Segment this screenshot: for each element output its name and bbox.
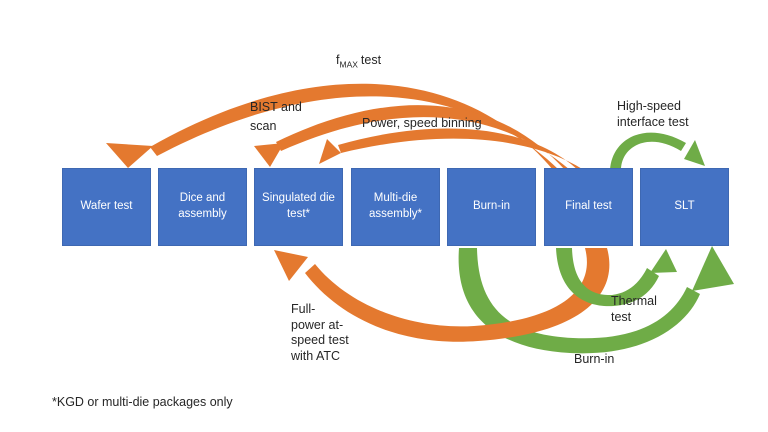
box-multi-die-assembly[interactable]: Multi-die assembly*	[351, 168, 440, 246]
fmax-f: f	[336, 53, 340, 67]
thermal-test-label: Thermal test	[611, 293, 657, 325]
highspeed-arrow-shaft	[610, 132, 686, 170]
thermal-arrowhead	[650, 249, 677, 273]
box-slt[interactable]: SLT	[640, 168, 729, 246]
burn-in-label: Burn-in	[574, 352, 615, 366]
box-label: Wafer test	[80, 200, 133, 213]
box-label: SLT	[674, 200, 695, 213]
label-line: power at-	[291, 317, 344, 332]
power-arrowhead	[319, 139, 341, 164]
bist-arrowhead	[254, 143, 284, 167]
power-speed-binning-label: Power, speed binning	[362, 116, 482, 130]
highspeed-arrowhead	[684, 140, 705, 166]
high-speed-interface-test-label: High-speed interface test	[617, 98, 689, 130]
box-burn-in[interactable]: Burn-in	[447, 168, 536, 246]
thermal-arrow-shaft	[556, 248, 659, 307]
fmax-rest: test	[360, 53, 382, 67]
label-line: with ATC	[291, 348, 341, 363]
burnin-arrowhead	[692, 246, 734, 291]
box-label: Final test	[565, 200, 612, 213]
label-line: Full-	[291, 302, 316, 316]
label-line: scan	[250, 119, 277, 133]
box-label: Multi-die assembly*	[368, 192, 423, 220]
label-line: speed test	[291, 333, 349, 347]
box-label: Dice and assembly	[178, 192, 227, 220]
box-label: Singulated die test*	[262, 192, 335, 220]
kgd-footnote: *KGD or multi-die packages only	[52, 395, 233, 409]
fmax-arrow-shaft	[150, 83, 559, 170]
box-dice-and-assembly[interactable]: Dice and assembly	[158, 168, 247, 246]
bist-and-scan-label: BIST and scan	[250, 98, 302, 136]
label-line: High-speed	[617, 99, 681, 113]
fullpower-arrowhead	[274, 250, 308, 281]
full-power-at-speed-test-label: Full- power at- speed test with ATC	[291, 302, 349, 364]
fmax-arrowhead	[106, 143, 153, 168]
label-line: interface test	[617, 115, 689, 129]
label-line: test	[611, 310, 632, 324]
bist-arrow-shaft	[276, 105, 570, 170]
box-label: Burn-in	[472, 200, 511, 213]
fmax-subscript: MAX	[339, 59, 358, 70]
box-final-test[interactable]: Final test	[544, 168, 633, 246]
box-wafer-test[interactable]: Wafer test	[62, 168, 151, 246]
box-singulated-die-test[interactable]: Singulated die test*	[254, 168, 343, 246]
fullpower-arrow-shaft	[305, 248, 610, 342]
label-line: Thermal	[611, 294, 657, 308]
power-arrow-shaft	[338, 128, 584, 170]
label-line: BIST and	[250, 100, 302, 114]
